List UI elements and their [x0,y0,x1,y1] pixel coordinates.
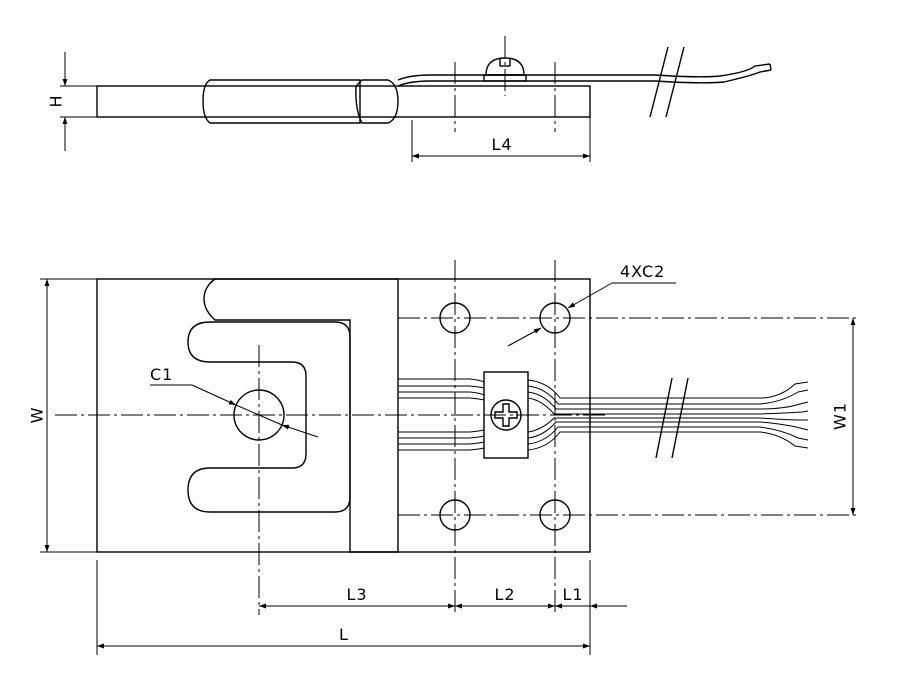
side-break-mark [649,46,669,118]
w1-label: W1 [831,402,850,430]
top-break-mark [655,377,673,459]
l4-label: L4 [491,135,512,154]
side-body [96,85,591,118]
l3-label: L3 [346,585,367,604]
c2-label: 4XC2 [620,262,665,281]
l1-label: L1 [562,585,583,604]
cable-clamp [483,371,529,459]
clamp-screw [490,399,522,431]
serpentine-slot [187,321,351,513]
top-break-mark-2 [671,377,689,459]
top-view: C1 4XC2 W W1 L3 L2 L1 L [28,260,860,655]
w-label: W [28,407,47,424]
cable-wires [398,378,809,451]
side-coating [202,79,361,124]
side-break-mark-2 [665,46,685,118]
top-coating [203,278,399,553]
h-label: H [47,94,66,107]
side-cable [397,63,771,81]
c1-label: C1 [150,365,173,384]
l2-label: L2 [494,585,515,604]
side-coating-block [355,79,399,124]
side-screw [485,57,525,76]
side-cable-lower [397,69,772,87]
clamp-screw-cross [494,403,518,427]
l-label: L [339,625,349,644]
side-view: H L4 [47,36,772,162]
